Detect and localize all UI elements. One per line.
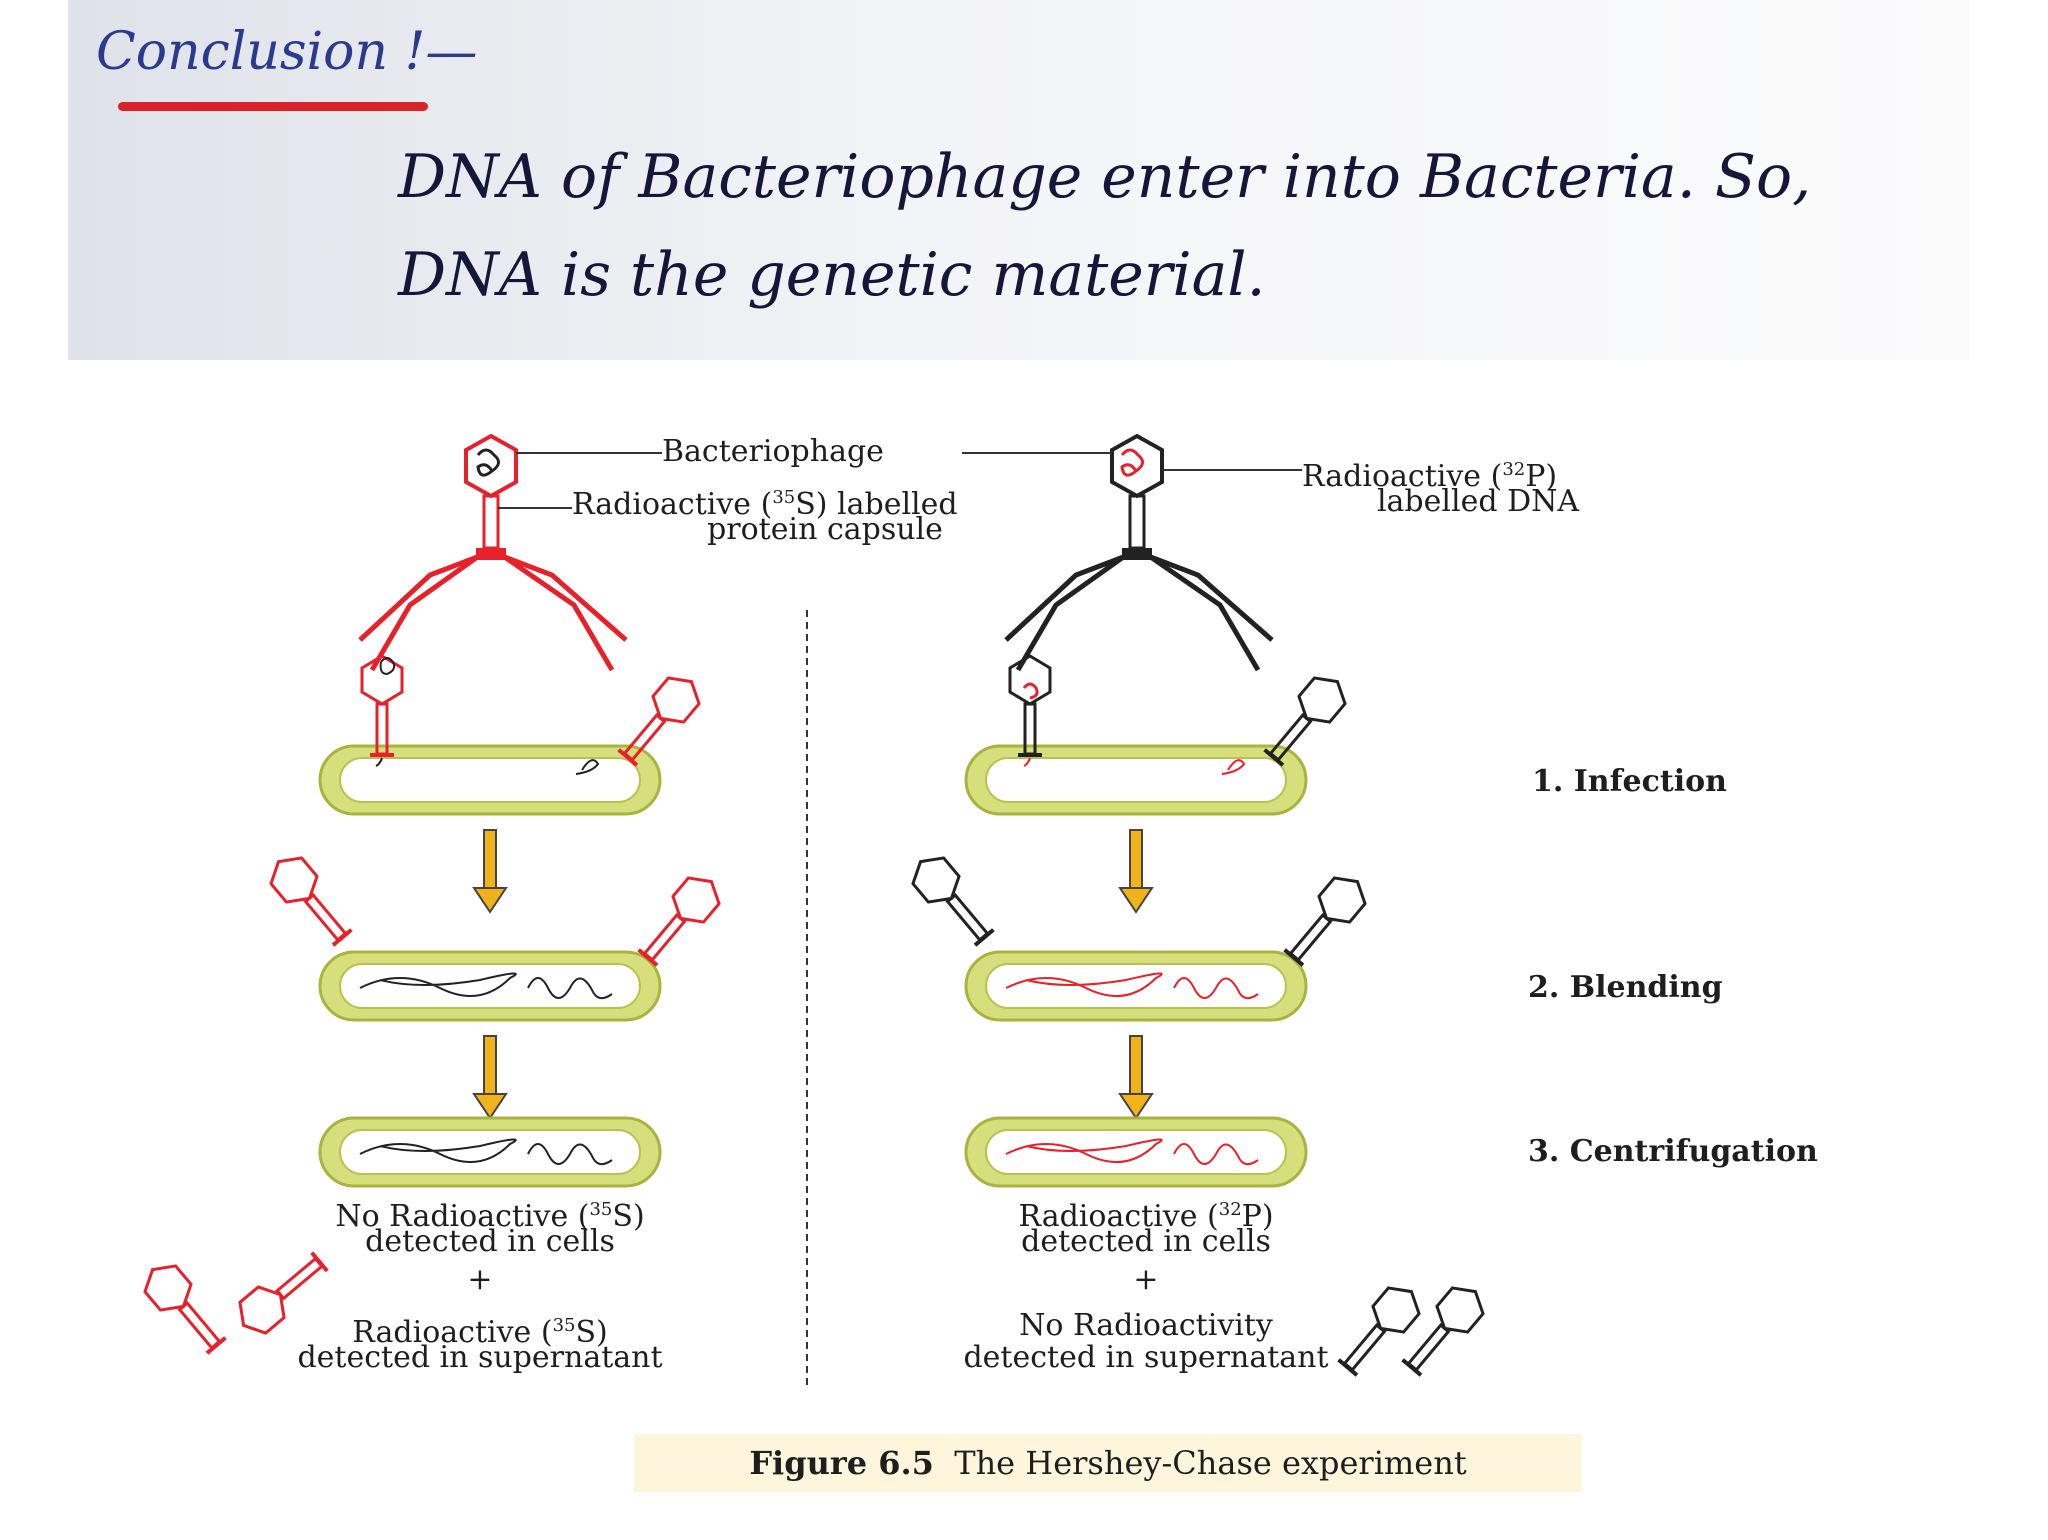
p32-labelled-phage-icon bbox=[1006, 436, 1272, 670]
right-plus-sign: + bbox=[916, 1264, 1376, 1296]
right-cells-result-line2: detected in cells bbox=[916, 1226, 1376, 1258]
right-supernatant-result-line1: No Radioactivity bbox=[886, 1310, 1406, 1342]
right-centrifugation-cell bbox=[966, 1118, 1306, 1186]
s35-labelled-phage-icon bbox=[360, 436, 626, 670]
s35-label-line2: protein capsule bbox=[572, 514, 1078, 546]
note-line-2: DNA is the genetic material. bbox=[398, 240, 1266, 310]
right-infection-cell bbox=[966, 656, 1353, 814]
figure-title: The Hershey-Chase experiment bbox=[954, 1444, 1466, 1482]
conclusion-underline bbox=[118, 102, 428, 111]
p32-label-line2: labelled DNA bbox=[1302, 486, 1654, 518]
hershey-chase-diagram: Bacteriophage Radioactive (35S) labelled… bbox=[0, 360, 2048, 1536]
figure-caption: Figure 6.5 The Hershey-Chase experiment bbox=[634, 1434, 1582, 1492]
right-supernatant-result-line2: detected in supernatant bbox=[876, 1342, 1416, 1374]
figure-number: Figure 6.5 bbox=[749, 1444, 934, 1482]
left-cells-result-line2: detected in cells bbox=[260, 1226, 720, 1258]
left-arrow-1 bbox=[474, 830, 506, 912]
note-line-1: DNA of Bacteriophage enter into Bacteria… bbox=[398, 142, 1811, 212]
left-centrifugation-cell bbox=[320, 1118, 660, 1186]
step-infection: 1. Infection bbox=[1532, 764, 1727, 799]
step-blending: 2. Blending bbox=[1528, 970, 1723, 1005]
step-centrifugation: 3. Centrifugation bbox=[1528, 1134, 1818, 1169]
right-arrow-2 bbox=[1120, 1036, 1152, 1118]
left-plus-sign: + bbox=[260, 1264, 700, 1296]
left-supernatant-result-line2: detected in supernatant bbox=[210, 1342, 750, 1374]
conclusion-title: Conclusion !— bbox=[96, 22, 477, 82]
left-infection-cell bbox=[320, 656, 707, 814]
right-arrow-1 bbox=[1120, 830, 1152, 912]
bacteriophage-label: Bacteriophage bbox=[662, 436, 884, 468]
left-arrow-2 bbox=[474, 1036, 506, 1118]
